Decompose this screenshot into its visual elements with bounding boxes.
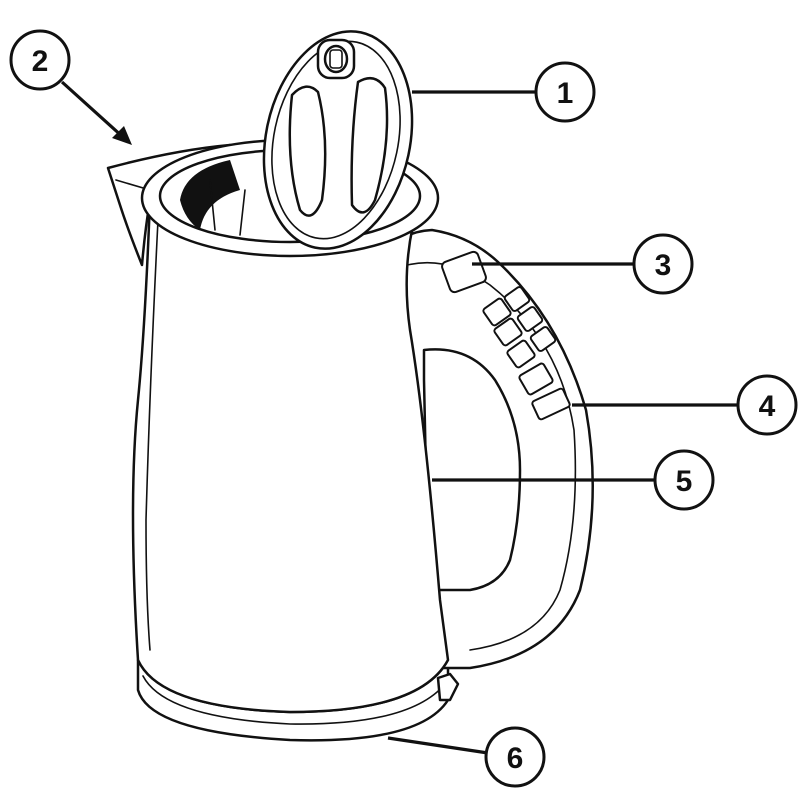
callout-1: 1 — [536, 63, 594, 121]
callout-5-label: 5 — [676, 465, 693, 498]
leader-6 — [388, 738, 488, 753]
leader-2 — [62, 82, 124, 138]
callout-3: 3 — [634, 235, 692, 293]
callout-5: 5 — [655, 451, 713, 509]
callout-2: 2 — [11, 31, 69, 89]
callout-4: 4 — [738, 376, 796, 434]
callout-6: 6 — [486, 728, 544, 786]
callout-6-label: 6 — [507, 742, 524, 775]
callout-4-label: 4 — [759, 390, 776, 423]
callout-1-label: 1 — [557, 77, 574, 110]
callout-3-label: 3 — [655, 249, 672, 282]
callout-2-label: 2 — [32, 45, 49, 78]
